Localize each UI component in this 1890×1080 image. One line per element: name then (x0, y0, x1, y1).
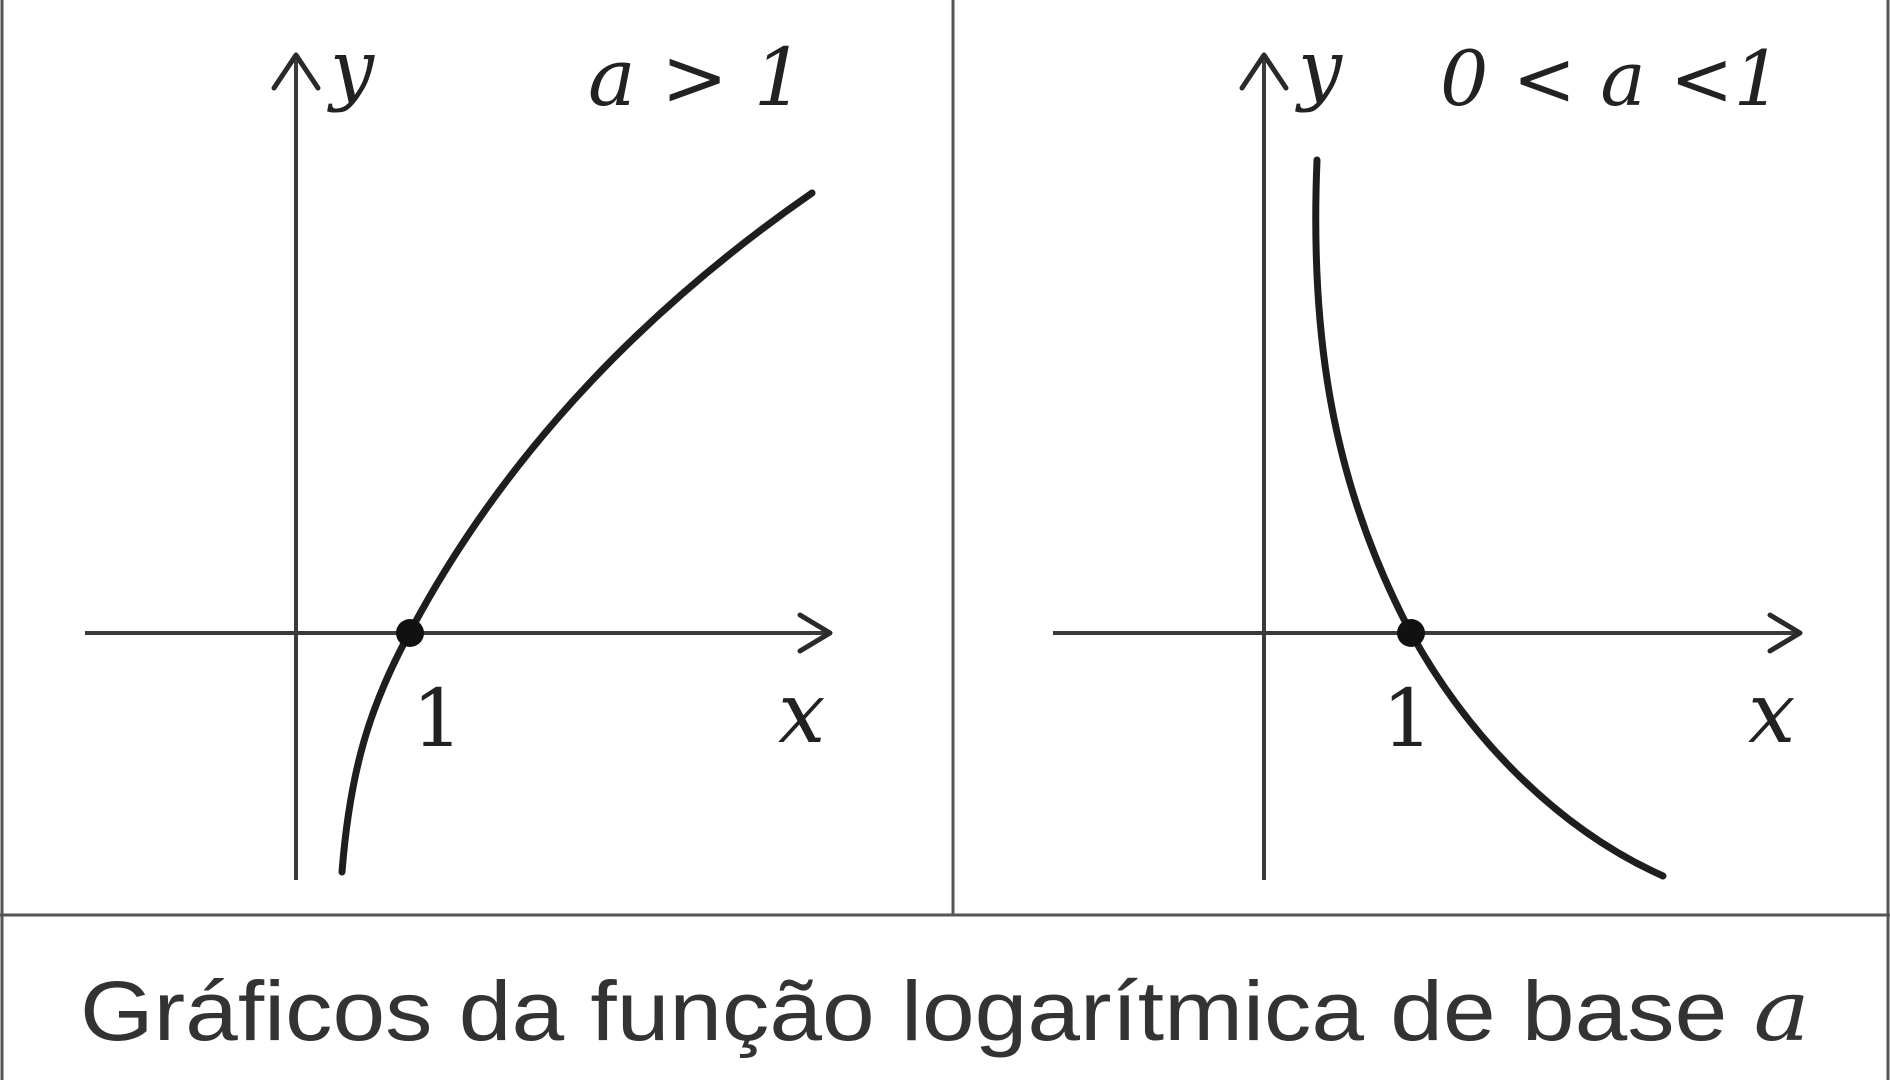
condition-label: a > 1 (588, 31, 804, 124)
x-axis-arrowhead (1767, 612, 1803, 654)
y-axis-arrowhead (271, 52, 321, 91)
figure-caption: Gráficos da função logarítmica de base a (80, 962, 1810, 1060)
condition-label: 0 < a <1 (1440, 34, 1782, 123)
x-axis-label: x (1748, 664, 1795, 762)
log-curve-decreasing (1312, 156, 1667, 880)
caption-variable: a (1754, 962, 1810, 1060)
y-axis-arrowhead (1239, 52, 1289, 91)
intercept-label: 1 (1382, 672, 1433, 765)
intercept-label: 1 (412, 672, 463, 765)
y-axis-label: y (327, 24, 375, 114)
point-x-intercept (1397, 619, 1425, 647)
panel-decreasing: y x 1 0 < a <1 (1053, 24, 1803, 880)
x-axis-arrowhead (797, 612, 833, 654)
y-axis-label: y (1295, 24, 1343, 114)
x-axis-label: x (778, 664, 825, 762)
log-curve-increasing (338, 189, 816, 876)
panel-increasing: y x 1 a > 1 (85, 24, 833, 880)
point-x-intercept (396, 619, 424, 647)
caption-text: Gráficos da função logarítmica de base (80, 964, 1727, 1058)
